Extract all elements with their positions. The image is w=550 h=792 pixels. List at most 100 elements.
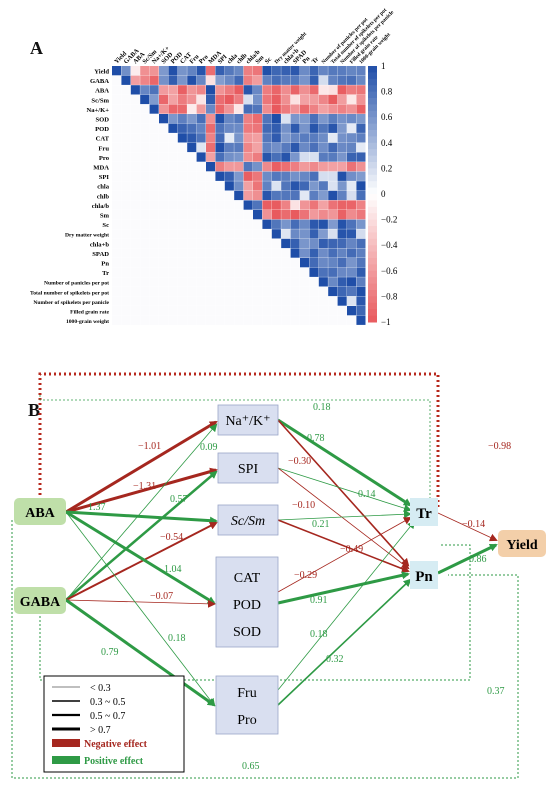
heatmap-cell (262, 181, 272, 191)
heatmap-lower-cell (281, 315, 291, 325)
heatmap-cell (243, 142, 253, 153)
heatmap-lower-cell (262, 286, 272, 297)
heatmap-cell (290, 66, 300, 76)
heatmap-lower-cell (121, 286, 131, 297)
heatmap-lower-cell (177, 200, 187, 210)
heatmap-lower-cell (149, 296, 159, 306)
heatmap-cell (253, 85, 263, 95)
coef-pro-pn: 0.32 (326, 654, 344, 665)
heatmap-lower-cell (140, 133, 150, 143)
heatmap-cell (253, 133, 263, 143)
heatmap-cell (290, 248, 300, 258)
heatmap-lower-cell (112, 248, 122, 258)
colorbar-segment (368, 309, 377, 317)
heatmap-lower-cell (253, 238, 263, 249)
heatmap-lower-cell (253, 267, 263, 277)
heatmap-lower-cell (140, 123, 150, 133)
heatmap-cell (337, 94, 347, 105)
heatmap-lower-cell (149, 277, 159, 287)
heatmap-lower-cell (159, 267, 169, 277)
svg-text:ABA: ABA (25, 506, 55, 521)
colorbar-segment (368, 206, 377, 214)
heatmap-lower-cell (206, 277, 216, 287)
heatmap-cell (337, 123, 347, 133)
heatmap-cell (234, 190, 244, 201)
heatmap-lower-cell (206, 190, 216, 201)
heatmap-cell (281, 171, 291, 181)
heatmap-cell (262, 142, 272, 153)
colorbar-segment (368, 110, 377, 118)
heatmap-cell (262, 152, 272, 162)
heatmap-cell (224, 94, 234, 105)
colorbar-segment (368, 277, 377, 285)
heatmap-lower-cell (159, 296, 169, 306)
heatmap-lower-cell (112, 171, 122, 181)
heatmap-cell (300, 142, 310, 153)
heatmap-cell (281, 142, 291, 153)
heatmap-lower-cell (290, 296, 300, 306)
heatmap-lower-cell (121, 181, 131, 191)
heatmap-cell (290, 229, 300, 239)
heatmap-lower-cell (130, 306, 140, 316)
heatmap-lower-cell (206, 315, 216, 325)
heatmap-lower-cell (224, 190, 234, 201)
heatmap-lower-cell (281, 296, 291, 306)
heatmap-cell (206, 85, 216, 95)
node-aba: ABA (14, 498, 66, 525)
heatmap-cell (318, 248, 328, 258)
heatmap-lower-cell (224, 210, 234, 220)
arrow-spi-tr (277, 467, 412, 512)
heatmap-cell (356, 123, 366, 133)
heatmap-cell (347, 104, 357, 114)
colorbar-segment (368, 168, 377, 176)
heatmap-lower-cell (112, 104, 122, 114)
heatmap-cell (309, 200, 319, 210)
coef-aba-pn-bottom: 0.65 (242, 761, 260, 772)
heatmap-lower-cell (149, 181, 159, 191)
heatmap-cell (328, 248, 338, 258)
heatmap-cell (290, 219, 300, 229)
heatmap-lower-cell (318, 315, 328, 325)
colorbar-segment (368, 290, 377, 297)
heatmap-lower-cell (140, 190, 150, 201)
heatmap-cell (300, 133, 310, 143)
colorbar-tick-label: −0.4 (381, 240, 398, 250)
heatmap-row-label: Number of spikelets per panicle (33, 300, 109, 306)
colorbar-segment (368, 232, 377, 240)
heatmap-lower-cell (159, 306, 169, 316)
heatmap-lower-cell (112, 267, 122, 277)
heatmap-cell (159, 94, 169, 105)
heatmap-lower-cell (140, 104, 150, 114)
heatmap-cell (187, 114, 197, 124)
heatmap-cell (224, 123, 234, 133)
heatmap-cell (234, 171, 244, 181)
heatmap-lower-cell (224, 238, 234, 249)
heatmap-cell (253, 181, 263, 191)
heatmap-lower-cell (112, 200, 122, 210)
heatmap-cell (234, 142, 244, 153)
arrow-nak-tr (277, 418, 412, 507)
heatmap-cell (318, 229, 328, 239)
heatmap-lower-cell (159, 123, 169, 133)
node-tr: Tr (410, 498, 438, 526)
heatmap-cell (159, 104, 169, 114)
coef-spi-pn: −0.10 (292, 500, 315, 511)
heatmap-lower-cell (168, 219, 178, 229)
heatmap-lower-cell (159, 238, 169, 249)
arrow-aba-pro (65, 511, 216, 707)
heatmap-lower-cell (224, 315, 234, 325)
heatmap-cell (243, 85, 253, 95)
heatmap-cell (140, 85, 150, 95)
heatmap-lower-cell (149, 258, 159, 268)
heatmap-lower-cell (215, 190, 225, 201)
heatmap-lower-cell (187, 258, 197, 268)
heatmap-lower-cell (121, 296, 131, 306)
svg-text:Yield: Yield (506, 538, 538, 553)
coef-scsm-tr: 0.21 (312, 519, 330, 530)
heatmap-row-label: Filled grain rate (70, 309, 109, 315)
heatmap-cell (262, 190, 272, 201)
heatmap-cell (224, 104, 234, 114)
heatmap-row-label: Fru (98, 145, 109, 152)
heatmap-cell (271, 181, 281, 191)
heatmap-lower-cell (112, 133, 122, 143)
